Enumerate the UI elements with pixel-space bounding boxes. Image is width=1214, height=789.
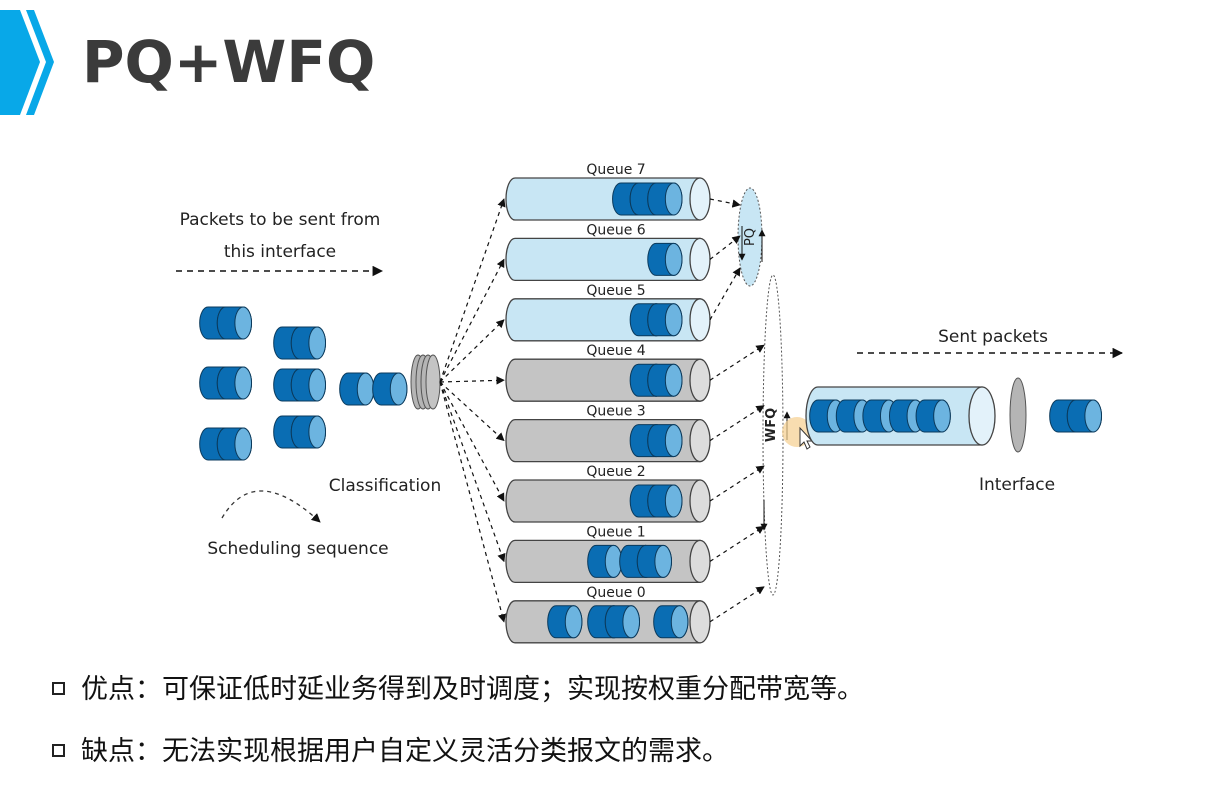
queue-label: Queue 0 [586, 585, 645, 601]
packet-icon [1066, 399, 1103, 433]
pros-text: 优点：可保证低时延业务得到及时调度；实现按权重分配带宽等。 [81, 673, 864, 705]
packet-icon [647, 484, 683, 518]
packet-icon [647, 424, 683, 458]
queue-7: Queue 7 [505, 162, 711, 221]
queue-label: Queue 1 [586, 524, 645, 540]
classification-arrow [439, 381, 506, 563]
packet-icon [915, 399, 951, 433]
queue-output-arrow [709, 198, 741, 208]
packet-icon [290, 326, 327, 360]
square-bullet-icon [52, 681, 65, 695]
packet-icon [604, 605, 641, 639]
pq-label: PQ [743, 228, 758, 246]
square-bullet-icon [52, 743, 65, 757]
packet-icon [587, 544, 623, 578]
scheduling-sequence-arrow [221, 490, 321, 523]
queue-2: Queue 2 [505, 464, 711, 523]
queue-label: Queue 2 [586, 464, 645, 480]
sent-packets [1049, 399, 1103, 433]
classification-arrow [439, 198, 506, 383]
chevron-accent-icon [0, 10, 54, 115]
queue-output-arrow [709, 235, 741, 260]
incoming-packets [199, 306, 408, 461]
packet-icon [653, 605, 689, 639]
slide-header: PQ+WFQ [0, 0, 1214, 125]
cons-text: 缺点：无法实现根据用户自定义灵活分类报文的需求。 [81, 735, 729, 767]
queue-output-arrow [709, 267, 741, 321]
interface-icon [1009, 377, 1027, 453]
bullet-item-cons: 缺点：无法实现根据用户自定义灵活分类报文的需求。 [52, 717, 1202, 779]
packet-icon [636, 544, 673, 578]
classification-arrow [439, 381, 505, 442]
packet-icon [647, 242, 683, 276]
queue-4: Queue 4 [505, 343, 711, 402]
packet-icon [290, 368, 327, 402]
sent-packets-label: Sent packets [938, 327, 1048, 347]
packet-icon [290, 415, 327, 449]
classification-arrow [439, 381, 505, 502]
classification-arrow [439, 376, 505, 385]
queue-output-arrow [709, 586, 765, 623]
queue-label: Queue 3 [586, 404, 645, 420]
queue-6: Queue 6 [505, 222, 711, 282]
output-queue [805, 386, 996, 446]
queue-label: Queue 7 [586, 162, 645, 178]
queue-label: Queue 6 [586, 222, 645, 238]
classification-label: Classification [329, 476, 441, 496]
classifier-icon [410, 354, 441, 410]
classification-arrows [439, 198, 507, 623]
slide-title: PQ+WFQ [82, 28, 376, 96]
packet-icon [372, 372, 408, 406]
packet-icon [339, 372, 375, 406]
packet-icon [647, 363, 683, 397]
scheduling-sequence-label: Scheduling sequence [207, 539, 388, 559]
classification-arrow [439, 319, 505, 383]
bullet-item-pros: 优点：可保证低时延业务得到及时调度；实现按权重分配带宽等。 [52, 655, 1202, 717]
queue-output-arrow [709, 405, 765, 442]
packet-icon [547, 605, 583, 639]
queue-1: Queue 1 [505, 524, 711, 584]
incoming-label-line2: this interface [224, 242, 336, 262]
incoming-label-line1: Packets to be sent from [180, 210, 381, 230]
queue-5: Queue 5 [505, 283, 711, 342]
queue-output-arrow [709, 344, 765, 381]
queue-output-arrow [709, 465, 765, 502]
packet-icon [216, 306, 253, 340]
packet-icon [647, 182, 683, 216]
queue-stack: Queue 7 Queue 6 Queue 5 Queue 4 Queue 3 Queue… [505, 162, 711, 644]
wfq-label: WFQ [764, 408, 779, 442]
queue-label: Queue 5 [586, 283, 645, 299]
queue-0: Queue 0 [505, 585, 711, 644]
interface-label: Interface [979, 475, 1055, 495]
packet-icon [216, 427, 253, 461]
classification-arrow [439, 381, 507, 623]
queue-3: Queue 3 [505, 404, 711, 463]
queue-output-arrow [709, 525, 765, 562]
packet-icon [216, 366, 253, 400]
queue-output-arrows [709, 198, 765, 623]
packet-icon [647, 303, 683, 337]
bullet-list: 优点：可保证低时延业务得到及时调度；实现按权重分配带宽等。 缺点：无法实现根据用… [52, 655, 1202, 779]
queue-label: Queue 4 [586, 343, 645, 359]
pq-wfq-diagram: Packets to be sent from this interface C… [176, 162, 1124, 644]
classification-arrow [439, 258, 505, 383]
wfq-scheduler: WFQ [762, 274, 784, 596]
